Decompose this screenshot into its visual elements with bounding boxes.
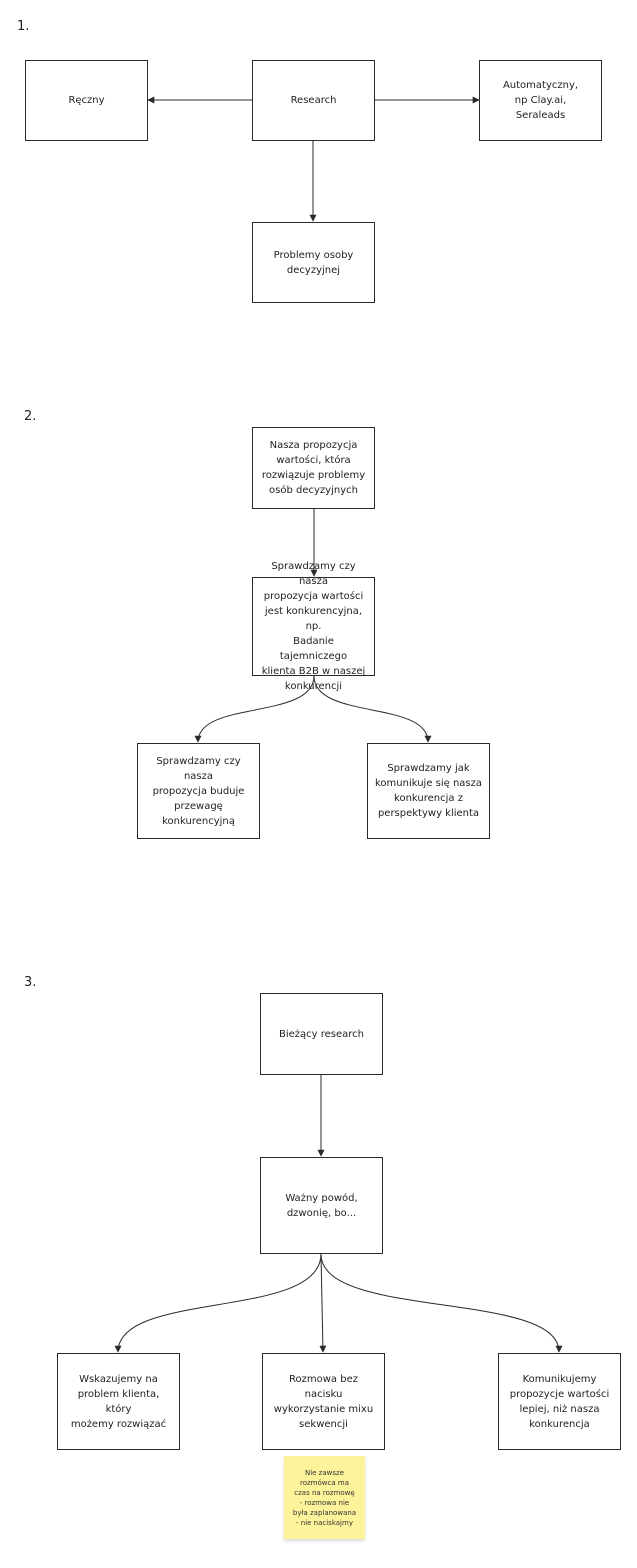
- node-value-proposition-label: Nasza propozycja wartości, która rozwiąz…: [261, 440, 366, 496]
- sticky-note-text: Nie zawsze rozmówca ma czas na rozmowę -…: [292, 1468, 357, 1527]
- node-decision-maker-problems: Problemy osoby decyzyjnej: [252, 222, 375, 303]
- node-automatic: Automatyczny, np Clay.ai, Seraleads: [479, 60, 602, 141]
- node-research-label: Research: [290, 95, 337, 106]
- node-communication-check-label: Sprawdzamy jak komunikuje się nasza konk…: [374, 763, 483, 819]
- node-advantage-check: Sprawdzamy czy nasza propozycja buduje p…: [137, 743, 260, 839]
- node-automatic-label: Automatyczny, np Clay.ai, Seraleads: [502, 80, 579, 121]
- sticky-note[interactable]: Nie zawsze rozmówca ma czas na rozmowę -…: [284, 1456, 365, 1539]
- node-no-pressure-call-label: Rozmowa bez nacisku wykorzystanie mixu s…: [273, 1373, 374, 1430]
- node-decision-maker-problems-label: Problemy osoby decyzyjnej: [273, 249, 354, 276]
- node-manual: Ręczny: [25, 60, 148, 141]
- node-value-proposition: Nasza propozycja wartości, która rozwiąz…: [252, 427, 375, 509]
- arrow-reason-to-communicate: [320, 1253, 563, 1353]
- section-2-number: 2.: [24, 409, 37, 424]
- arrow-check-to-communication: [313, 675, 432, 743]
- node-advantage-check-label: Sprawdzamy czy nasza propozycja buduje p…: [152, 755, 245, 827]
- node-point-problem: Wskazujemy na problem klienta, który moż…: [57, 1353, 180, 1450]
- node-important-reason: Ważny powód, dzwonię, bo...: [260, 1157, 383, 1254]
- node-competitiveness-check: Sprawdzamy czy nasza propozycja wartości…: [252, 561, 375, 692]
- arrow-reason-to-call: [319, 1253, 327, 1353]
- node-communication-check: Sprawdzamy jak komunikuje się nasza konk…: [367, 743, 490, 839]
- node-important-reason-label: Ważny powód, dzwonię, bo...: [285, 1192, 358, 1219]
- node-point-problem-label: Wskazujemy na problem klienta, który moż…: [70, 1373, 167, 1430]
- node-manual-label: Ręczny: [68, 95, 105, 106]
- node-no-pressure-call: Rozmowa bez nacisku wykorzystanie mixu s…: [262, 1353, 385, 1450]
- arrow-check-to-advantage: [194, 675, 315, 743]
- node-competitiveness-check-label: Sprawdzamy czy nasza propozycja wartości…: [261, 561, 366, 692]
- arrow-reason-to-problem: [114, 1253, 322, 1353]
- node-communicate-better-label: Komunikujemy propozycje wartości lepiej,…: [509, 1373, 610, 1430]
- section-3-number: 3.: [24, 975, 37, 990]
- node-communicate-better: Komunikujemy propozycje wartości lepiej,…: [498, 1353, 621, 1450]
- node-research: Research: [252, 60, 375, 141]
- section-1-number: 1.: [17, 19, 30, 34]
- node-ongoing-research: Bieżący research: [260, 993, 383, 1075]
- node-ongoing-research-label: Bieżący research: [278, 1028, 365, 1040]
